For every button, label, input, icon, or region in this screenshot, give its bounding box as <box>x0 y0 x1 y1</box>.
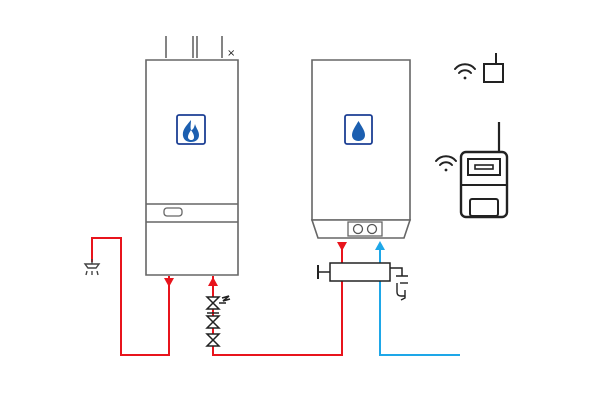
hot-pipe-shower-loop <box>91 237 170 356</box>
wifi-thermostat <box>435 122 509 219</box>
wifi-receiver <box>454 53 504 83</box>
mixing-valve <box>317 262 408 282</box>
receiver-body <box>483 63 504 83</box>
water-heater-port-left <box>352 223 364 235</box>
cold-pipe <box>379 250 460 356</box>
hot-arrow-boiler-inlet <box>208 277 218 286</box>
boiler-body <box>145 59 239 276</box>
water-drop-icon <box>344 114 373 145</box>
flue-pipes <box>165 36 223 58</box>
water-heater-port-right <box>366 223 378 235</box>
faucet-icon <box>396 282 408 301</box>
flue-marker: × <box>227 48 235 59</box>
mixing-valve-outlet <box>390 267 408 277</box>
check-valve-middle <box>205 315 221 329</box>
hot-arrow-tank <box>337 242 347 251</box>
flame-icon <box>176 114 206 145</box>
safety-valve-group <box>205 295 231 347</box>
shutoff-valve-bottom <box>205 333 221 347</box>
safety-valve-top <box>205 296 221 310</box>
hot-arrow-boiler-outlet <box>164 278 174 287</box>
boiler <box>145 59 239 276</box>
boiler-display <box>163 207 183 217</box>
water-heater <box>310 59 412 239</box>
wifi-icon <box>435 155 457 172</box>
thermostat-foot <box>469 198 499 217</box>
thermostat-screen-bar <box>474 164 494 170</box>
mixing-valve-body <box>329 262 391 282</box>
relief-spring-icon <box>219 295 231 304</box>
shower-head-icon <box>83 259 101 276</box>
wifi-icon <box>454 63 476 80</box>
cold-arrow-tank <box>375 241 385 250</box>
